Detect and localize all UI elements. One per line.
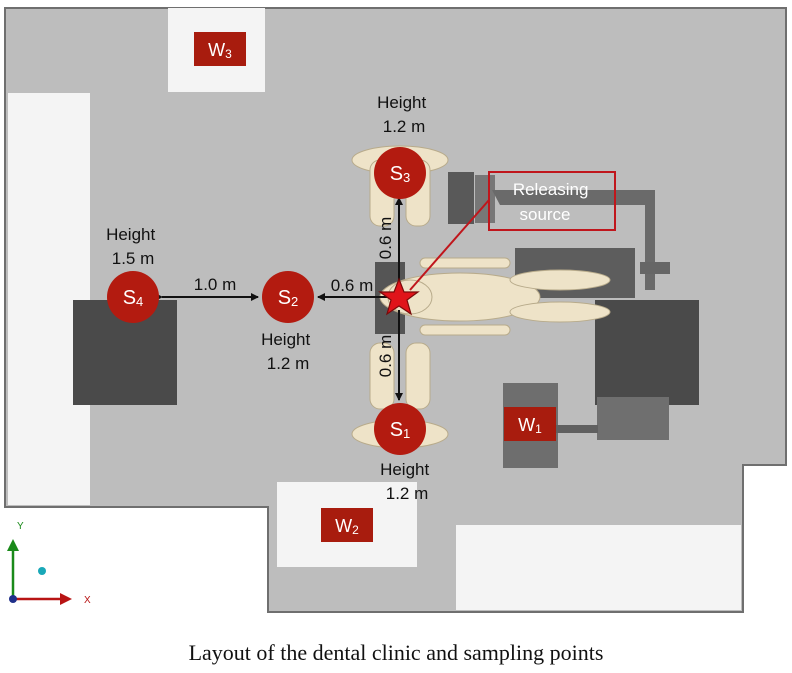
svg-text:S3: S3 <box>390 163 411 185</box>
window-w1: W1 <box>504 407 556 441</box>
svg-text:S2: S2 <box>278 287 299 309</box>
svg-text:S4: S4 <box>123 287 144 309</box>
figure-caption: Layout of the dental clinic and sampling… <box>188 640 604 665</box>
window-w3: W3 <box>194 32 246 66</box>
svg-text:S1: S1 <box>390 419 411 441</box>
axes-indicator: Y X <box>7 521 91 606</box>
releasing-source-label: Releasing source <box>513 180 593 224</box>
sampling-point-s2: S2 <box>262 271 314 323</box>
svg-text:W1: W1 <box>518 415 542 436</box>
equipment-right <box>595 300 699 405</box>
distance-source-s3: 0.6 m <box>376 217 395 260</box>
distance-source-s2: 0.6 m <box>331 276 374 295</box>
height-label-s1: Height 1.2 m <box>380 460 434 503</box>
releasing-source-star <box>378 277 420 316</box>
equipment-lower <box>597 397 669 440</box>
distance-source-s1: 0.6 m <box>376 335 395 378</box>
zone-left <box>8 93 90 505</box>
height-label-s4: Height 1.5 m <box>106 225 160 268</box>
equipment-arm <box>550 425 598 433</box>
sampling-point-s3: S3 <box>374 147 426 199</box>
sampling-point-s4: S4 <box>107 271 159 323</box>
releasing-source-leader <box>409 199 490 291</box>
axis-y-label: Y <box>17 521 24 532</box>
chair-arm <box>640 262 670 274</box>
chair-frame <box>492 190 655 290</box>
chair-unit-mid <box>475 175 495 223</box>
window-w2: W2 <box>321 508 373 542</box>
axis-x-label: X <box>84 595 91 606</box>
distance-s4-s2: 1.0 m <box>194 275 237 294</box>
svg-text:W3: W3 <box>208 40 232 61</box>
chair-unit-top <box>448 172 474 224</box>
height-label-s3: Height 1.2 m <box>377 93 431 136</box>
zone-bottom-right <box>456 525 741 610</box>
height-label-s2: Height 1.2 m <box>261 330 315 373</box>
sampling-point-s1: S1 <box>374 403 426 455</box>
svg-text:W2: W2 <box>335 516 359 537</box>
